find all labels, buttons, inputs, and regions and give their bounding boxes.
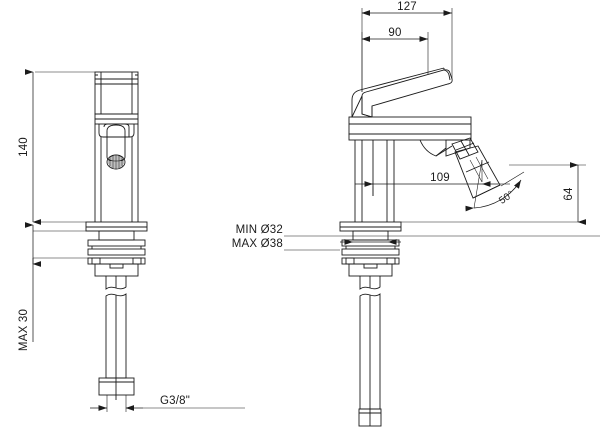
dim-label-64: 64: [563, 187, 575, 201]
front-view-dimensions: [25, 69, 245, 412]
side-view-dimensions: [284, 8, 600, 251]
dim-label-90: 90: [388, 27, 401, 39]
front-view-geometry: [85, 71, 148, 400]
note-hole-min: MIN Ø32: [236, 224, 283, 236]
dim-label-g38: G3/8": [160, 395, 190, 407]
dim-label-127: 127: [397, 1, 417, 13]
dim-label-140: 140: [18, 137, 30, 157]
dim-label-50deg: 50°: [497, 189, 516, 207]
note-hole-max: MAX Ø38: [232, 238, 283, 250]
side-view-geometry: [339, 67, 501, 427]
dim-label-109: 109: [430, 172, 450, 184]
dim-label-max30: MAX 30: [18, 309, 30, 351]
